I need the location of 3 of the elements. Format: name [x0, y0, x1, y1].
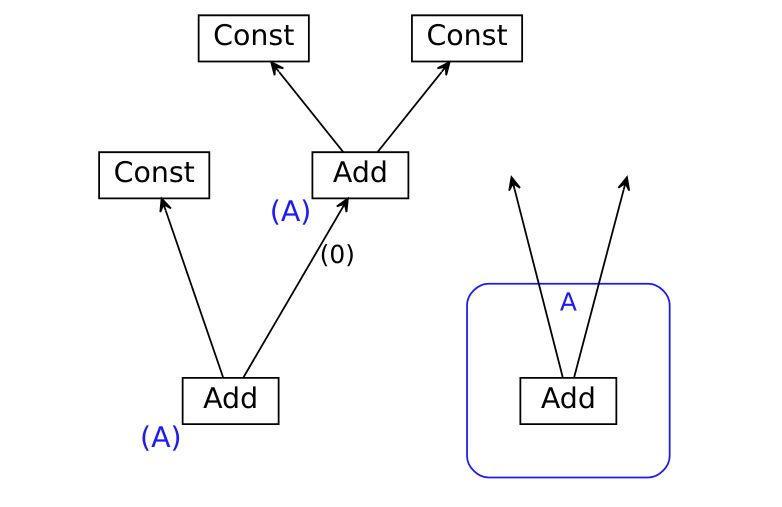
- node-label: (A): [139, 420, 182, 454]
- edge-label: (0): [319, 240, 354, 269]
- node-label: (A): [269, 195, 311, 228]
